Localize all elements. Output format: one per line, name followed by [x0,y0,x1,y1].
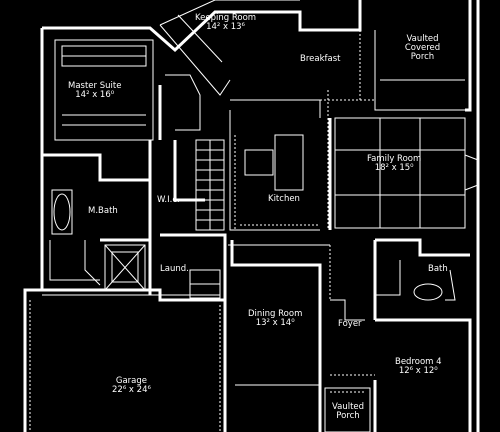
label-kitchen: Kitchen [268,194,300,204]
label-vaulted-porch: Vaulted Porch [331,402,365,421]
label-breakfast: Breakfast [300,54,341,64]
label-bath: Bath [428,264,448,274]
label-family-room: Family Room 18² x 15⁰ [367,154,422,173]
label-bedroom-4: Bedroom 4 12⁶ x 12⁰ [395,357,442,376]
label-dining-room: Dining Room 13² x 14⁰ [248,309,303,328]
label-master-suite: Master Suite 14² x 16⁰ [68,81,122,100]
label-garage: Garage 22⁶ x 24⁶ [112,376,151,395]
label-walk-in-closet: W.I.c. [157,195,180,205]
label-foyer: Foyer [338,319,362,329]
label-master-bath: M.Bath [88,206,118,216]
label-laundry: Laund. [160,264,189,274]
label-keeping-room: Keeping Room 14² x 13⁶ [195,13,257,32]
label-vaulted-covered-porch: Vaulted Covered Porch [404,34,441,62]
